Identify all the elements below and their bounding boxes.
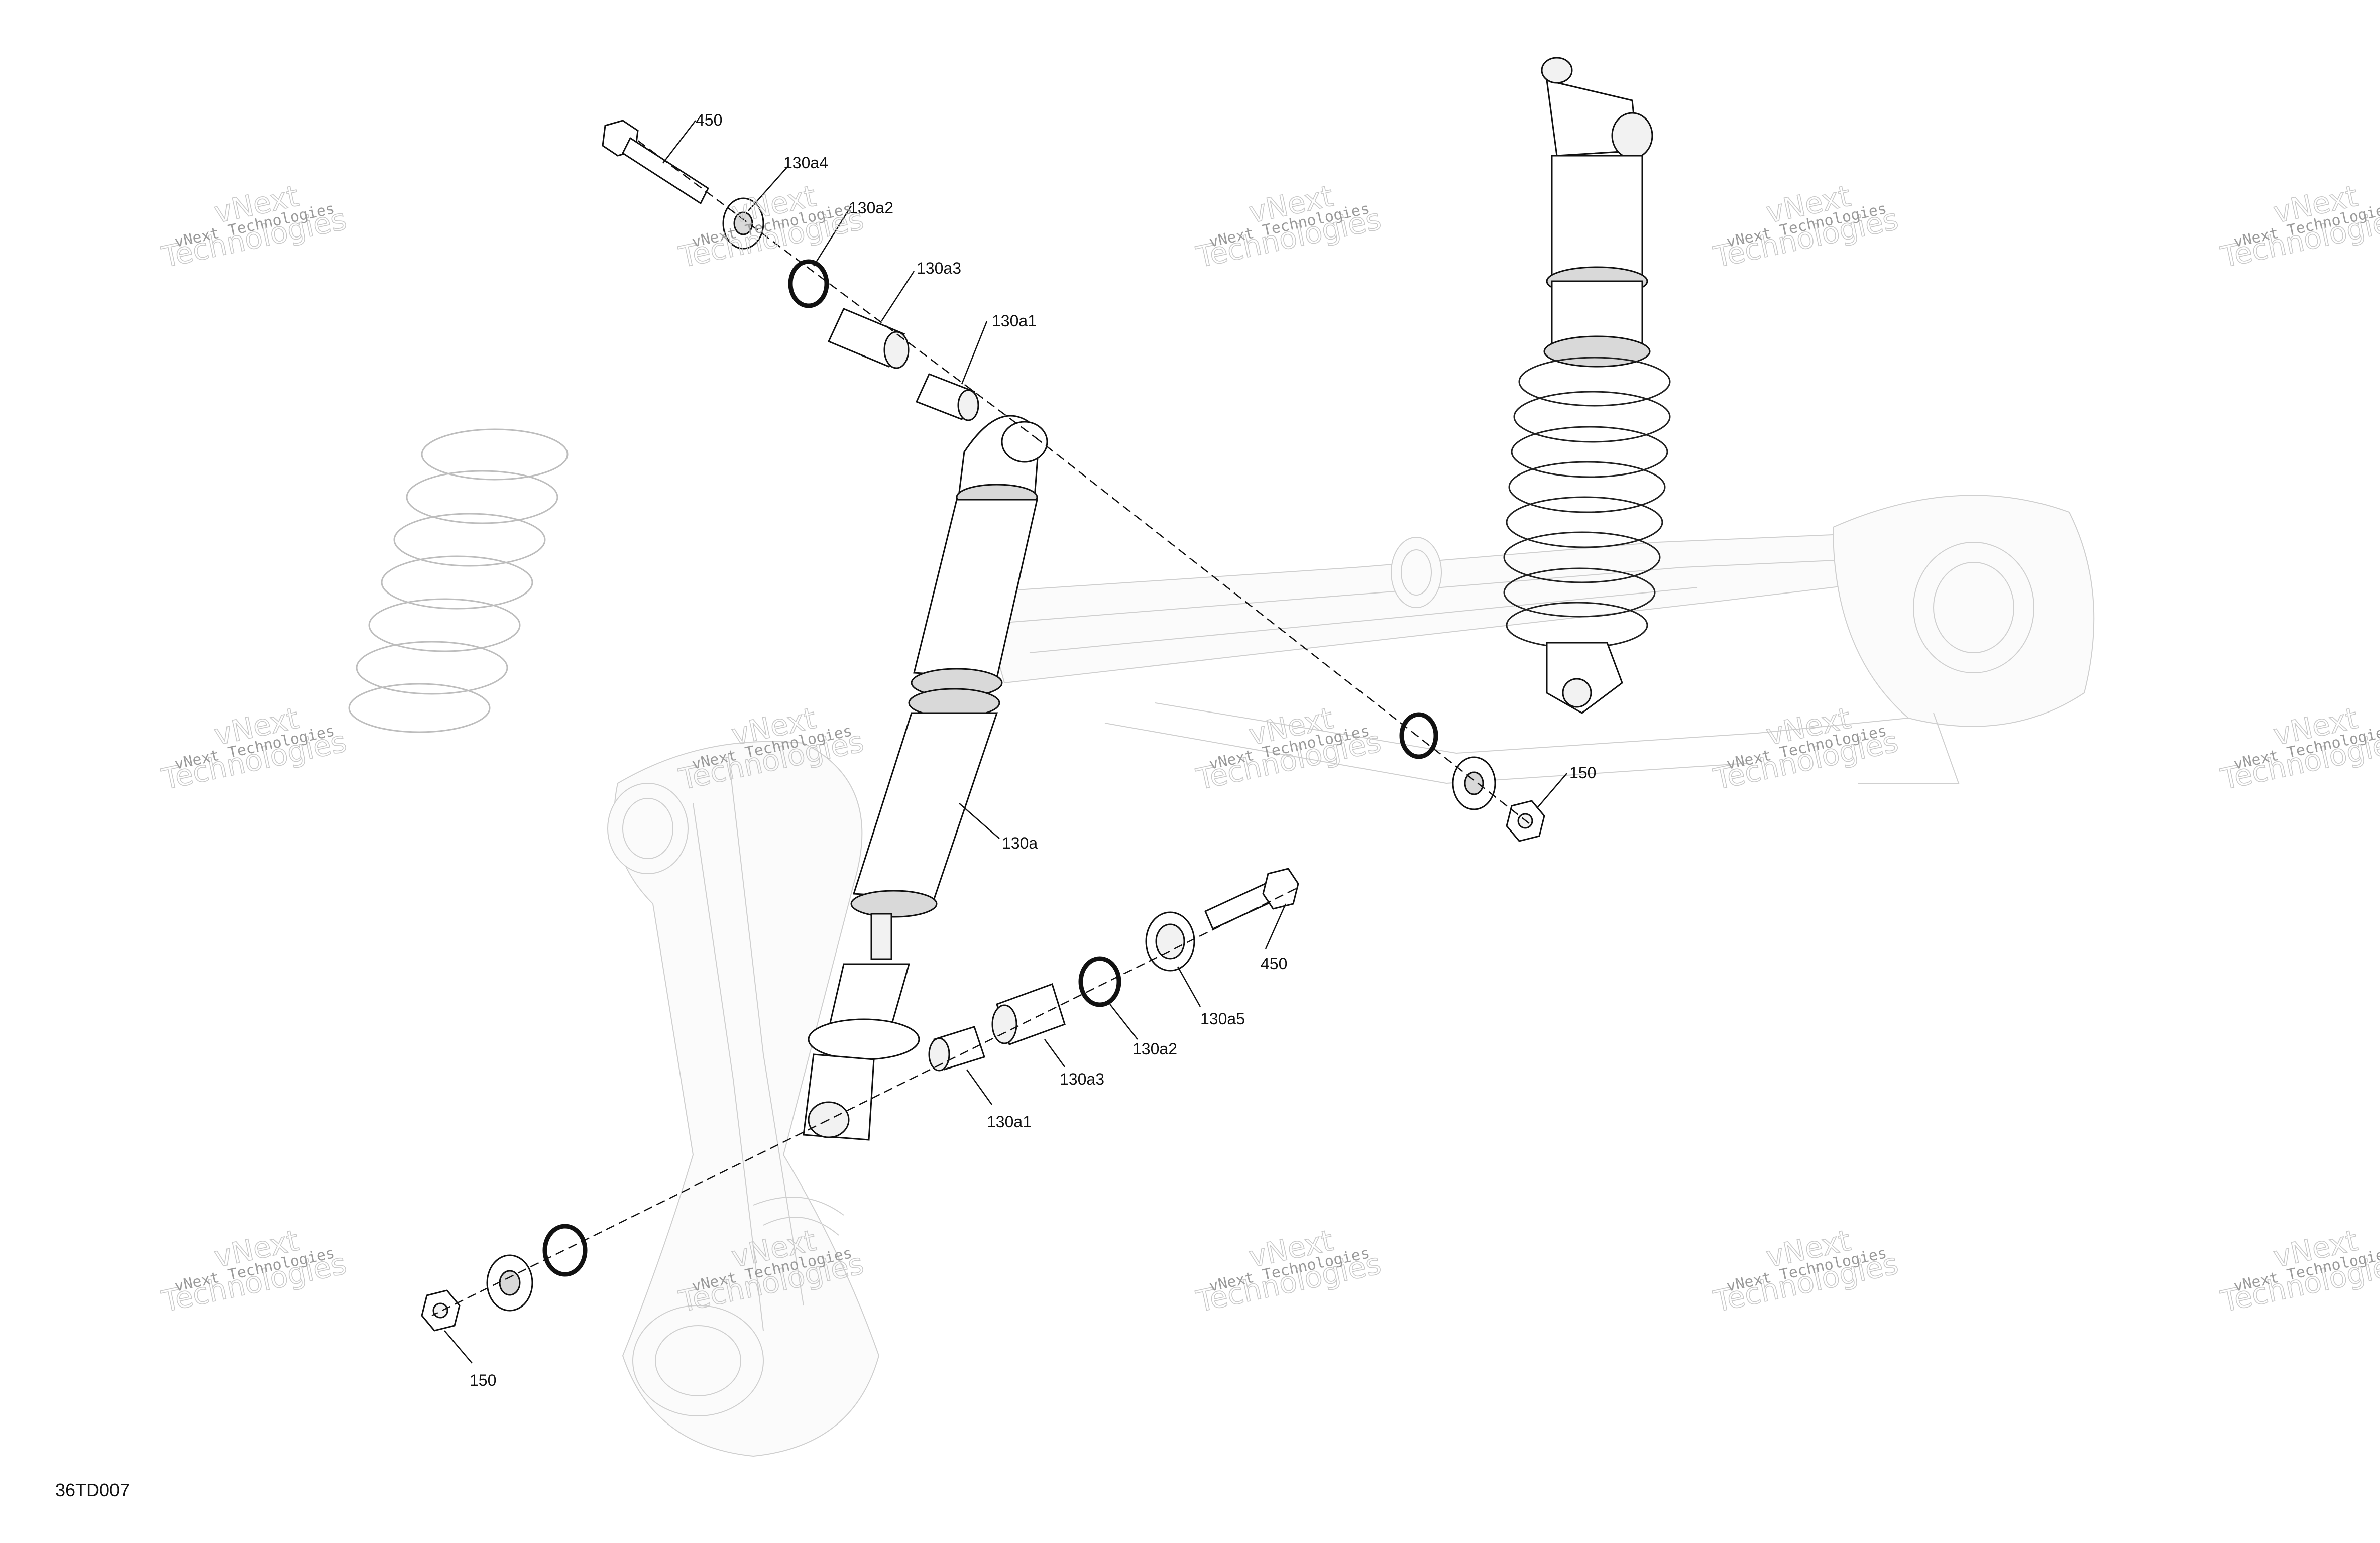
watermark: vNext Technologies vNext Technologies [2217, 1223, 2380, 1319]
callout-washer-top: 130a4 [783, 154, 828, 172]
ghost-suspension-assembly [607, 495, 2095, 1457]
callout-sleeve-top: 130a3 [917, 259, 961, 277]
callout-washer-bottom: 130a5 [1200, 1010, 1245, 1028]
watermark: vNext Technologies vNext Technologies [158, 178, 350, 275]
watermark: vNext Technologies vNext Technologies [158, 1223, 350, 1319]
watermark: vNext Technologies vNext Technologies [2217, 700, 2380, 797]
watermark: vNext Technologies vNext Technologies [1710, 700, 1901, 797]
exploded-hardware [421, 120, 1545, 1332]
watermark: vNext Technologies vNext Technologies [1193, 1223, 1384, 1319]
watermark: vNext Technologies vNext Technologies [1193, 700, 1384, 797]
callout-bushing-bottom: 130a1 [987, 1113, 1032, 1131]
callout-nut-right: 150 [1569, 764, 1596, 782]
watermarks: vNext Technologies vNext Technologies vN… [158, 178, 2380, 1319]
callouts: 450 130a4 130a2 130a3 130a1 130a 150 450… [470, 111, 1596, 1389]
leader-lines [444, 120, 1567, 1364]
callout-seal-top: 130a2 [849, 199, 893, 217]
shock-absorber-assembled [1503, 57, 1671, 714]
shock-absorber-130a [803, 415, 1048, 1141]
watermark: vNext Technologies vNext Technologies [158, 700, 350, 797]
watermark: vNext Technologies vNext Technologies [1710, 1223, 1901, 1319]
watermark: vNext Technologies vNext Technologies [2217, 178, 2380, 275]
callout-nut-left: 150 [470, 1371, 496, 1389]
watermark: vNext Technologies vNext Technologies [1710, 178, 1901, 275]
callout-shock: 130a [1002, 834, 1038, 852]
callout-sleeve-bottom: 130a3 [1060, 1070, 1104, 1088]
drawing-code: 36TD007 [55, 1480, 130, 1500]
callout-seal-bottom: 130a2 [1132, 1040, 1177, 1058]
callout-bolt-top: 450 [696, 111, 722, 129]
coil-spring-loose [348, 428, 569, 733]
watermark: vNext Technologies vNext Technologies [1193, 178, 1384, 275]
callout-bolt-bottom: 450 [1261, 955, 1287, 973]
assembly-axes [431, 140, 1530, 1317]
callout-bushing-top: 130a1 [992, 312, 1037, 330]
